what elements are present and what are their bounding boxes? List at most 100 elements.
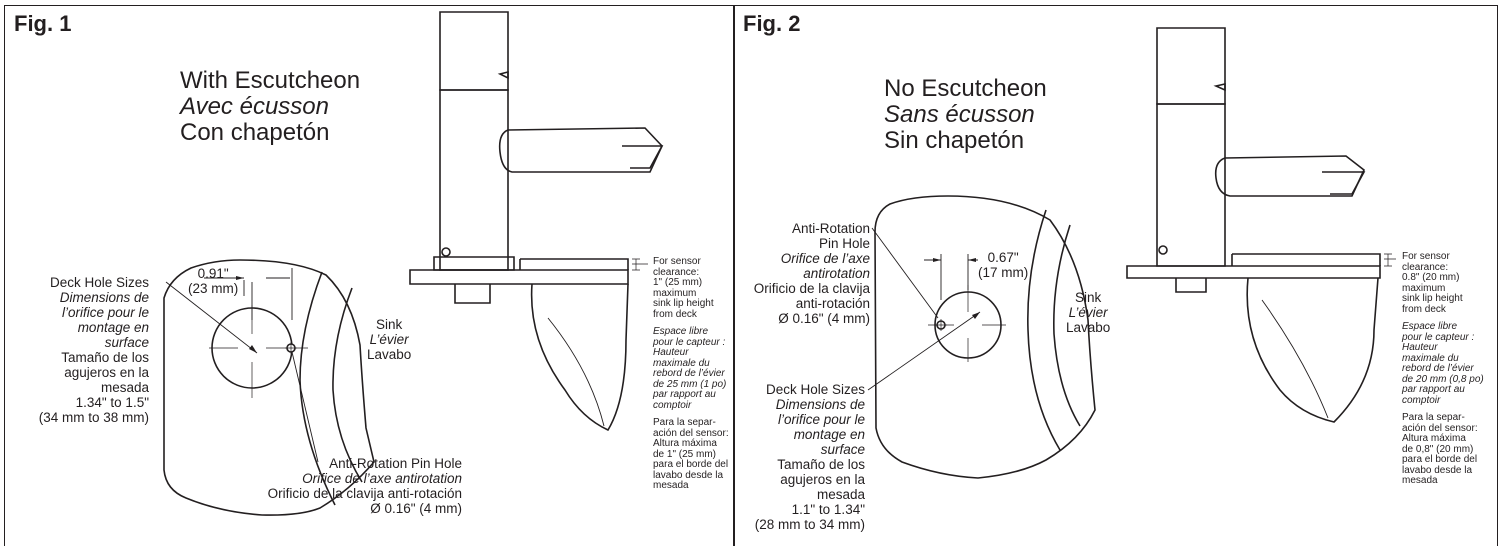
fig1-pin-hole-line: Anti-Rotation Pin Hole — [329, 456, 462, 471]
fig2-clearance-en: For sensor clearance: 0.8" (20 mm) maxim… — [1402, 251, 1486, 315]
fig2-title-en: No Escutcheon — [884, 75, 1047, 102]
fig2-clearance-line: lavabo desde la — [1402, 464, 1473, 476]
fig1-clearance-line: For sensor — [653, 256, 701, 267]
fig2-clearance-line: par rapport au — [1402, 384, 1465, 395]
fig1-clearance-line: ación del sensor: — [653, 427, 729, 439]
fig2-deck-hole-line: agujeros en la — [780, 472, 865, 487]
fig1-title-fr: Avec écusson — [180, 93, 329, 120]
fig1-clearance-line: comptoir — [653, 399, 692, 411]
fig2-pin-hole-line: Orificio de la clavija — [753, 281, 870, 296]
fig2-clearance-note: For sensor clearance: 0.8" (20 mm) maxim… — [1402, 251, 1486, 494]
fig1-clearance-line: Hauteur — [653, 347, 689, 358]
fig1-deck-hole-line: montage en — [77, 320, 149, 335]
fig1-deck-hole-line: Tamaño de los — [61, 350, 149, 365]
fig2-faucet-side-view — [1127, 28, 1396, 422]
fig1-clearance-line: Espace libre — [653, 326, 709, 337]
fig2-dim-inch: 0.67" — [987, 250, 1019, 265]
fig1-pin-hole-line: Ø 0.16" (4 mm) — [370, 501, 462, 516]
fig2-clearance-line: de 0,8" (20 mm) — [1402, 443, 1474, 455]
fig1-clearance-fr: Espace libre pour le capteur : Hauteur m… — [653, 326, 737, 411]
fig1-deck-hole-line: Deck Hole Sizes — [49, 275, 149, 290]
fig1-sink-es: Lavabo — [367, 347, 412, 362]
fig1-clearance-line: mesada — [653, 480, 689, 491]
fig2-clearance-line: Hauteur — [1402, 342, 1438, 353]
fig1-title-es: Con chapetón — [180, 119, 330, 146]
fig2-clearance-line: mesada — [1402, 475, 1438, 486]
fig1-clearance-line: par rapport au — [653, 389, 716, 400]
fig1-deck-hole-callout: Deck Hole Sizes Dimensions de l’orifice … — [39, 275, 149, 425]
fig2-deck-hole-line: mesada — [816, 487, 865, 502]
fig2-clearance-line: ación del sensor: — [1402, 422, 1478, 434]
fig2-clearance-line: clearance: — [1402, 261, 1449, 273]
fig1-title-en: With Escutcheon — [180, 67, 361, 94]
fig1-clearance-line: 1" (25 mm) — [653, 277, 703, 288]
fig2-clearance-line: For sensor — [1402, 251, 1450, 262]
fig1-sink-en: Sink — [376, 317, 403, 332]
fig1-clearance-line: from deck — [653, 308, 697, 320]
fig1-clearance-line: maximale du — [653, 357, 710, 369]
fig2-title: No Escutcheon Sans écusson Sin chapetón — [884, 76, 1047, 154]
fig1-dim-inch: 0.91" — [197, 266, 229, 281]
fig1-title: With Escutcheon Avec écusson Con chapetó… — [180, 68, 360, 146]
fig2-clearance-line: 0.8" (20 mm) — [1402, 272, 1460, 283]
fig2-pin-hole-line: Pin Hole — [818, 236, 870, 251]
fig2-clearance-line: Altura máxima — [1402, 433, 1466, 444]
fig2-label: Fig. 2 — [743, 11, 801, 36]
fig2-clearance-line: sink lip height — [1402, 293, 1463, 304]
fig1-faucet-side-view — [410, 12, 662, 430]
fig1-clearance-line: lavabo desde la — [653, 469, 724, 481]
fig2-clearance-es: Para la separ- ación del sensor: Altura … — [1402, 412, 1486, 487]
fig2-clearance-line: pour le capteur : — [1402, 331, 1475, 343]
fig2-pin-hole-line: Orifice de l’axe — [780, 251, 870, 266]
fig2-deck-hole-callout: Deck Hole Sizes Dimensions de l’orifice … — [755, 382, 865, 532]
fig2-deck-hole-line: montage en — [793, 427, 865, 442]
fig1-sink-fr: L’évier — [369, 332, 409, 347]
fig2-sink-fr: L’évier — [1068, 305, 1108, 320]
fig1-sink-label: Sink L’évier Lavabo — [367, 317, 411, 362]
fig2-deck-hole-line: Tamaño de los — [777, 457, 865, 472]
fig1-deck-hole-line: mesada — [100, 380, 149, 395]
fig2-clearance-line: Para la separ- — [1402, 412, 1465, 423]
fig1-clearance-note: For sensor clearance: 1" (25 mm) maximum… — [653, 256, 737, 499]
figure-2-panel — [733, 5, 1498, 546]
fig2-clearance-line: maximum — [1402, 282, 1446, 294]
fig1-clearance-line: rebord de l’évier — [653, 368, 725, 379]
fig2-clearance-line: maximale du — [1402, 352, 1459, 364]
fig2-deck-hole-line: 1.1" to 1.34" — [791, 502, 865, 517]
fig2-deck-plan-view — [868, 196, 1095, 478]
fig2-sink-label: Sink L’évier Lavabo — [1066, 290, 1110, 335]
fig2-sink-es: Lavabo — [1066, 320, 1111, 335]
fig1-clearance-line: de 1" (25 mm) — [653, 448, 717, 460]
fig1-label: Fig. 1 — [14, 11, 72, 36]
fig1-deck-plan-view — [164, 260, 374, 515]
fig2-clearance-line: Espace libre — [1402, 321, 1458, 332]
fig1-deck-hole-line: 1.34" to 1.5" — [75, 395, 149, 410]
fig1-clearance-line: Para la separ- — [653, 417, 716, 428]
fig2-deck-hole-line: Dimensions de — [775, 397, 865, 412]
fig1-deck-hole-line: Dimensions de — [59, 290, 149, 305]
fig1-clearance-line: de 25 mm (1 po) — [653, 378, 727, 390]
fig1-deck-hole-line: agujeros en la — [64, 365, 149, 380]
fig2-clearance-line: comptoir — [1402, 394, 1441, 406]
fig2-pin-hole-line: Ø 0.16" (4 mm) — [778, 311, 870, 326]
fig2-deck-hole-line: l’orifice pour le — [777, 412, 865, 427]
fig2-title-es: Sin chapetón — [884, 127, 1025, 154]
fig1-clearance-line: clearance: — [653, 266, 700, 278]
fig2-deck-hole-line: surface — [820, 442, 865, 457]
fig1-pin-hole-line: Orificio de la clavija anti-rotación — [267, 486, 462, 501]
fig1-deck-hole-line: (34 mm to 38 mm) — [38, 410, 149, 425]
fig1-clearance-line: pour le capteur : — [653, 336, 726, 348]
fig2-clearance-line: para el borde del — [1402, 454, 1478, 465]
fig1-pin-hole-line: Orifice de l’axe antirotation — [302, 471, 462, 486]
fig2-clearance-line: de 20 mm (0,8 po) — [1402, 373, 1484, 385]
fig2-clearance-fr: Espace libre pour le capteur : Hauteur m… — [1402, 321, 1486, 406]
fig2-pin-hole-line: antirotation — [803, 266, 870, 281]
fig2-deck-hole-line: Deck Hole Sizes — [765, 382, 865, 397]
fig1-clearance-line: para el borde del — [653, 459, 729, 470]
fig2-deck-hole-line: (28 mm to 34 mm) — [754, 517, 865, 532]
fig1-center-dimension: 0.91" (23 mm) — [188, 266, 238, 296]
fig2-clearance-line: rebord de l’évier — [1402, 363, 1474, 374]
fig1-pin-hole-callout: Anti-Rotation Pin Hole Orifice de l’axe … — [268, 456, 462, 516]
fig2-center-dimension: 0.67" (17 mm) — [978, 250, 1028, 280]
fig1-dim-mm: (23 mm) — [188, 281, 239, 296]
